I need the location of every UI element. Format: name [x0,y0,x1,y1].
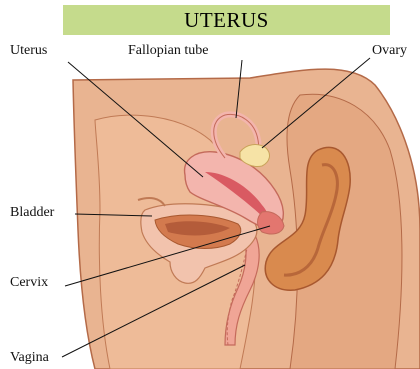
title-banner: UTERUS [63,5,390,35]
label-ovary: Ovary [372,44,407,58]
label-fallopian-tube: Fallopian tube [128,44,209,58]
label-bladder: Bladder [10,206,54,220]
title-text: UTERUS [184,8,269,33]
label-uterus: Uterus [10,44,47,58]
label-cervix: Cervix [10,276,48,290]
label-vagina: Vagina [10,351,49,365]
